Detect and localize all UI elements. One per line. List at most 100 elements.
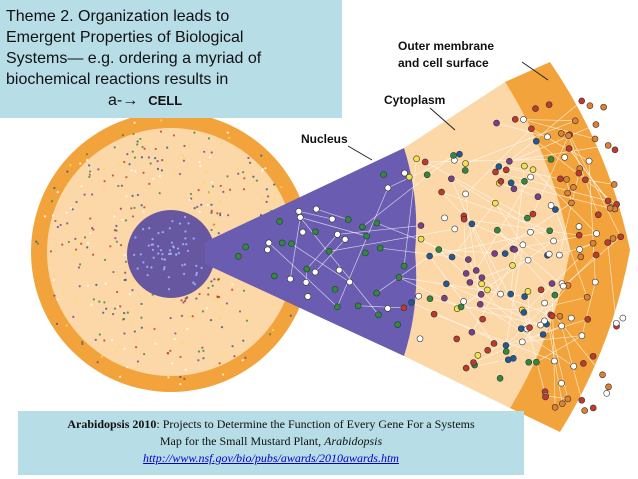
nucleus-speck — [146, 265, 149, 268]
cell-speck — [166, 146, 169, 149]
network-node — [334, 303, 341, 311]
network-node — [435, 246, 443, 253]
cell-speck — [113, 307, 117, 310]
cell-speck — [173, 337, 176, 341]
nucleus-speck — [161, 253, 164, 256]
cell-speck — [210, 211, 213, 214]
cell-speck — [86, 158, 89, 162]
network-node — [484, 346, 491, 354]
network-node — [484, 286, 491, 294]
network-edge — [532, 135, 569, 215]
cytoplasm-label: Cytoplasm — [384, 93, 446, 107]
network-node — [421, 158, 429, 166]
cell-speck — [172, 134, 176, 137]
cell-speck — [211, 185, 214, 188]
cell-speck — [247, 156, 250, 160]
cell-speck — [182, 155, 185, 158]
network-node — [497, 178, 505, 185]
network-node — [600, 103, 607, 111]
cell-speck — [83, 193, 86, 196]
cell-speck — [91, 227, 94, 230]
cell-speck — [148, 182, 151, 185]
network-node — [462, 160, 469, 167]
network-node — [541, 317, 548, 325]
cell-speck — [81, 342, 84, 346]
network-node — [548, 280, 556, 287]
cell-speck — [248, 161, 252, 164]
network-node — [450, 152, 457, 159]
cell-speck — [52, 279, 55, 282]
cell-speck — [173, 172, 176, 175]
network-node — [591, 135, 599, 143]
cell-speck — [59, 223, 62, 227]
cell-speck — [95, 283, 98, 286]
cell-speck — [154, 342, 157, 345]
cell-speck — [218, 295, 221, 299]
cell-speck — [115, 224, 118, 227]
network-edge — [522, 335, 582, 343]
network-node — [501, 250, 509, 257]
network-node — [564, 395, 572, 403]
network-node — [417, 222, 425, 229]
network-node — [539, 331, 547, 338]
cell-speck — [50, 200, 54, 203]
theme-title-box: Theme 2. Organization leads to Emergent … — [0, 0, 342, 118]
network-node — [494, 226, 501, 234]
cell-speck — [149, 162, 152, 165]
network-node — [599, 371, 606, 379]
network-edge — [496, 122, 548, 138]
cell-speck — [205, 170, 208, 173]
cell-speck — [115, 240, 118, 243]
cell-speck — [231, 345, 234, 348]
cell-speck — [158, 192, 161, 195]
caption-link[interactable]: http://www.nsf.gov/bio/pubs/awards/2010a… — [143, 451, 399, 465]
nucleus-speck — [148, 227, 151, 230]
network-node — [604, 142, 612, 149]
network-node — [507, 179, 515, 187]
cell-speck — [156, 160, 159, 163]
network-node — [570, 362, 578, 370]
network-node — [558, 322, 565, 330]
network-edge — [498, 124, 597, 167]
network-node — [303, 265, 311, 273]
cell-speck — [171, 362, 174, 365]
cell-speck — [210, 203, 213, 206]
network-node — [592, 121, 600, 128]
cell-speck — [226, 175, 229, 178]
cell-speck — [133, 156, 137, 159]
network-edge — [510, 166, 525, 295]
network-node — [524, 214, 531, 222]
cell-speck — [121, 134, 125, 137]
network-edge — [446, 283, 541, 326]
network-node — [589, 239, 597, 247]
cell-speck — [78, 285, 81, 288]
network-node — [529, 166, 537, 173]
network-node — [373, 219, 381, 227]
network-edge — [523, 296, 588, 313]
network-edge — [461, 306, 523, 311]
cell-speck — [139, 137, 142, 141]
network-node — [278, 239, 286, 247]
network-node — [394, 321, 401, 328]
cell-speck — [193, 131, 196, 134]
cell-speck — [133, 206, 136, 209]
cell-speck — [180, 314, 184, 317]
nucleus-speck — [151, 238, 154, 241]
nucleus-speck — [168, 249, 172, 252]
network-edge — [438, 249, 522, 329]
network-edge — [585, 179, 615, 185]
cell-speck — [228, 136, 231, 140]
network-node — [477, 291, 485, 298]
network-edge — [498, 166, 534, 171]
wedge-node-dots — [235, 97, 627, 414]
cell-speck — [227, 214, 230, 217]
cell-speck — [211, 222, 215, 225]
cell-speck — [223, 351, 226, 354]
cell-speck — [244, 356, 247, 359]
caption-line-2: Map for the Small Mustard Plant, Arabido… — [26, 433, 516, 450]
network-edge — [464, 218, 580, 236]
network-edge — [581, 282, 596, 336]
cell-speck — [242, 289, 246, 292]
outer-membrane-label-line2: and cell surface — [398, 56, 489, 70]
cell-speck — [89, 217, 92, 220]
